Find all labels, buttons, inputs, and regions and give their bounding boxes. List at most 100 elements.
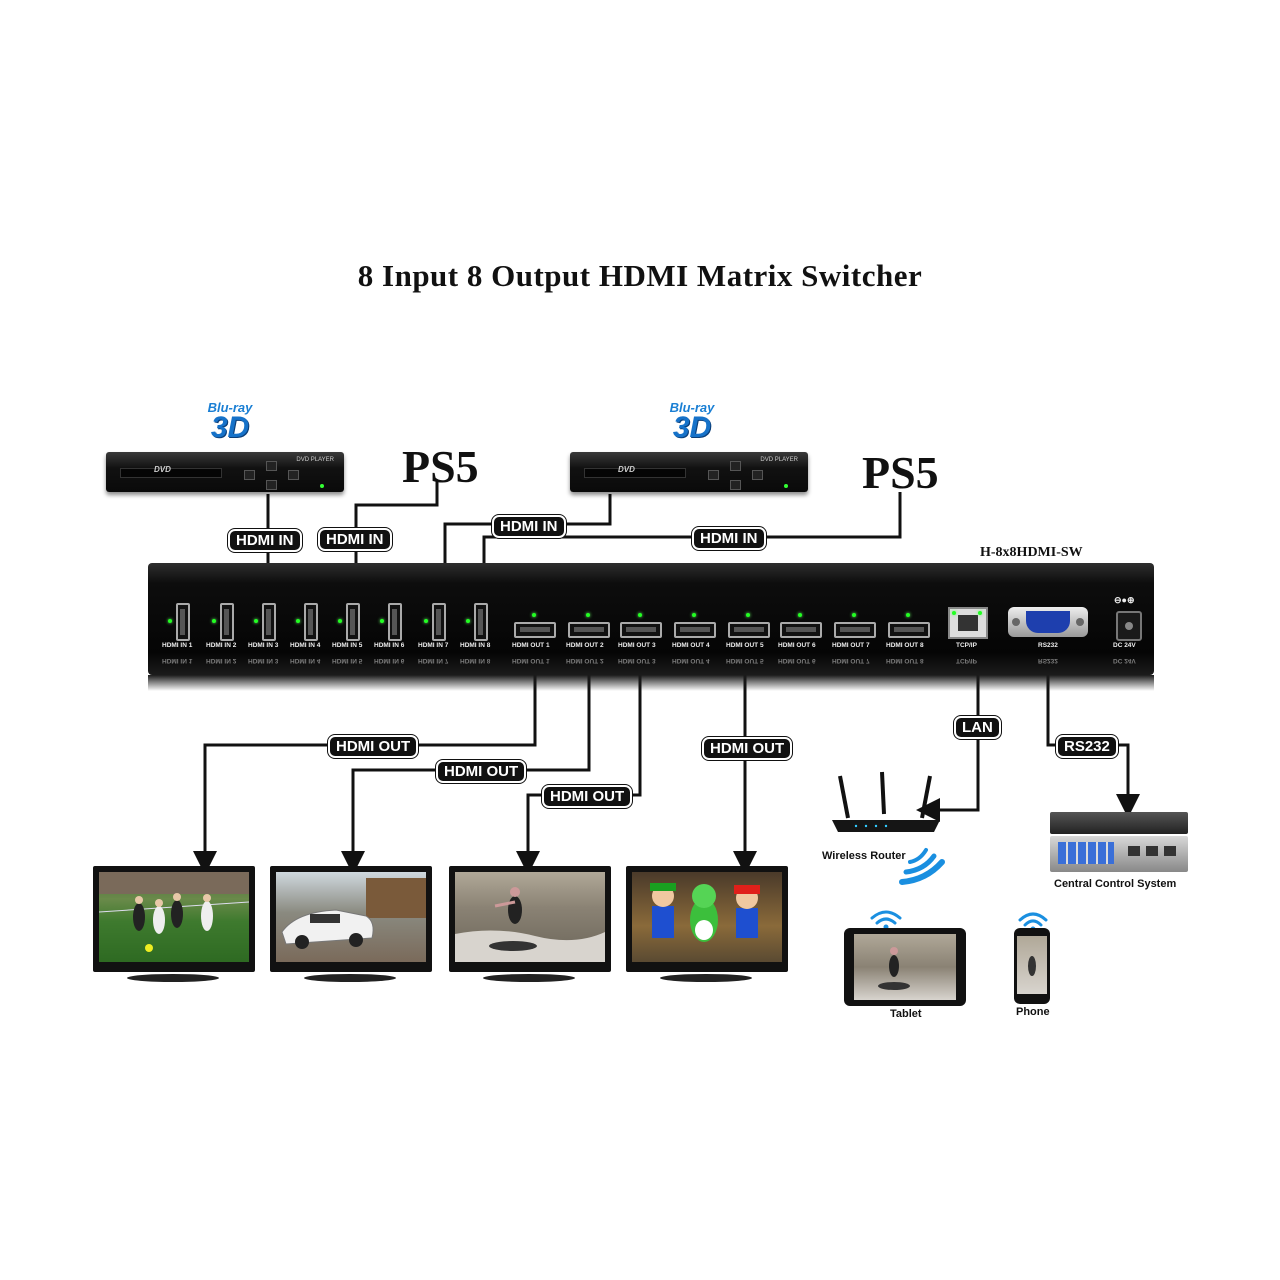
dvd-player-2: DVD DVD PLAYER [570,452,808,492]
port-label-out-3: HDMI OUT 3 [618,642,656,649]
hdmi-in-port-7 [432,603,446,641]
port-label-out-reflection-6: HDMI OUT 6 [778,657,816,664]
port-label-in-reflection-3: HDMI IN 3 [248,657,279,664]
bluray-3d-logo-2: Blu-ray 3D [652,400,732,444]
down-button [730,480,741,490]
tablet-caption: Tablet [890,1008,922,1020]
port-label-out-7: HDMI OUT 7 [832,642,870,649]
port-label-in-3: HDMI IN 3 [248,642,279,649]
input-led-4 [296,619,300,623]
up-button [266,461,277,471]
tablet-device [844,928,966,1006]
matrix-switcher-panel: TCP/IP TCP/IP RS232 RS232 ⊖●⊕ DC 24V DC … [148,563,1154,691]
port-label-out-2: HDMI OUT 2 [566,642,604,649]
port-label-in-7: HDMI IN 7 [418,642,449,649]
bluray-3d-text: 3D [672,411,712,444]
tag-hdmi-in-1: HDMI IN [228,529,302,552]
tag-hdmi-in-2: HDMI IN [318,528,392,551]
port-label-in-reflection-2: HDMI IN 2 [206,657,237,664]
tv-3 [449,866,611,982]
port-label-out-6: HDMI OUT 6 [778,642,816,649]
port-label-in-8: HDMI IN 8 [460,642,491,649]
rs232-port [1008,607,1088,637]
tag-lan: LAN [954,716,1001,739]
input-led-8 [466,619,470,623]
hdmi-out-port-1 [514,622,556,638]
tablet-wifi-icon [870,910,902,930]
hdmi-out-port-7 [834,622,876,638]
router-caption: Wireless Router [822,850,906,862]
left-button [708,470,719,480]
port-label-in-reflection-6: HDMI IN 6 [374,657,405,664]
tv-screen-mario [632,872,782,962]
input-led-7 [424,619,428,623]
port-label-in-reflection-5: HDMI IN 5 [332,657,363,664]
output-led-7 [852,613,856,617]
left-button [244,470,255,480]
right-button [752,470,763,480]
port-label-out-1: HDMI OUT 1 [512,642,550,649]
down-button [266,480,277,490]
input-led-5 [338,619,342,623]
bluray-3d-text: 3D [210,411,250,444]
port-label-out-reflection-3: HDMI OUT 3 [618,657,656,664]
rj45-port [948,607,988,639]
hdmi-out-port-6 [780,622,822,638]
central-control-system-icon [1050,812,1188,874]
hdmi-out-port-3 [620,622,662,638]
output-led-8 [906,613,910,617]
wireless-router-icon [832,771,940,832]
port-label-in-reflection-8: HDMI IN 8 [460,657,491,664]
port-label-in-reflection-7: HDMI IN 7 [418,657,449,664]
port-label-tcpip-reflection: TCP/IP [956,657,977,664]
hdmi-out-port-8 [888,622,930,638]
panel-reflection [148,675,1154,691]
soccer-players-image [99,872,249,952]
port-label-in-6: HDMI IN 6 [374,642,405,649]
port-label-out-4: HDMI OUT 4 [672,642,710,649]
dvd-logo: DVD [154,465,171,474]
port-label-out-5: HDMI OUT 5 [726,642,764,649]
port-label-in-2: HDMI IN 2 [206,642,237,649]
port-label-in-4: HDMI IN 4 [290,642,321,649]
tag-hdmi-out-1: HDMI OUT [328,735,419,758]
port-label-out-reflection-4: HDMI OUT 4 [672,657,710,664]
port-label-rs232: RS232 [1038,642,1058,649]
tv-4 [626,866,788,982]
power-led [320,484,324,488]
port-label-in-reflection-4: HDMI IN 4 [290,657,321,664]
port-label-out-reflection-1: HDMI OUT 1 [512,657,550,664]
phone-caption: Phone [1016,1006,1050,1018]
input-led-1 [168,619,172,623]
model-label: H-8x8HDMI-SW [980,545,1083,560]
bluray-3d-logo-1: Blu-ray 3D [190,400,270,444]
tv-stand [483,974,575,982]
up-button [730,461,741,471]
hdmi-in-port-4 [304,603,318,641]
tv-screen-soccer [99,872,249,962]
port-label-out-reflection-8: HDMI OUT 8 [886,657,924,664]
port-label-out-reflection-5: HDMI OUT 5 [726,657,764,664]
input-led-6 [380,619,384,623]
disc-slot [584,468,686,478]
tv-screen-car [276,872,426,962]
output-led-3 [638,613,642,617]
port-label-out-reflection-7: HDMI OUT 7 [832,657,870,664]
hdmi-in-port-6 [388,603,402,641]
output-led-4 [692,613,696,617]
wifi-signal-icon [899,848,945,885]
page-title: 8 Input 8 Output HDMI Matrix Switcher [357,258,923,293]
output-led-2 [586,613,590,617]
hdmi-in-port-1 [176,603,190,641]
port-label-out-reflection-2: HDMI OUT 2 [566,657,604,664]
tag-hdmi-in-4: HDMI IN [692,527,766,550]
control-caption: Central Control System [1054,878,1177,890]
hdmi-out-port-4 [674,622,716,638]
mario-figures-image [650,883,760,942]
dc-jack [1116,611,1142,641]
sports-car-image [281,878,426,949]
tablet-screen [854,934,956,1000]
hdmi-out-port-5 [728,622,770,638]
tag-hdmi-in-3: HDMI IN [492,515,566,538]
port-label-tcpip: TCP/IP [956,642,977,649]
